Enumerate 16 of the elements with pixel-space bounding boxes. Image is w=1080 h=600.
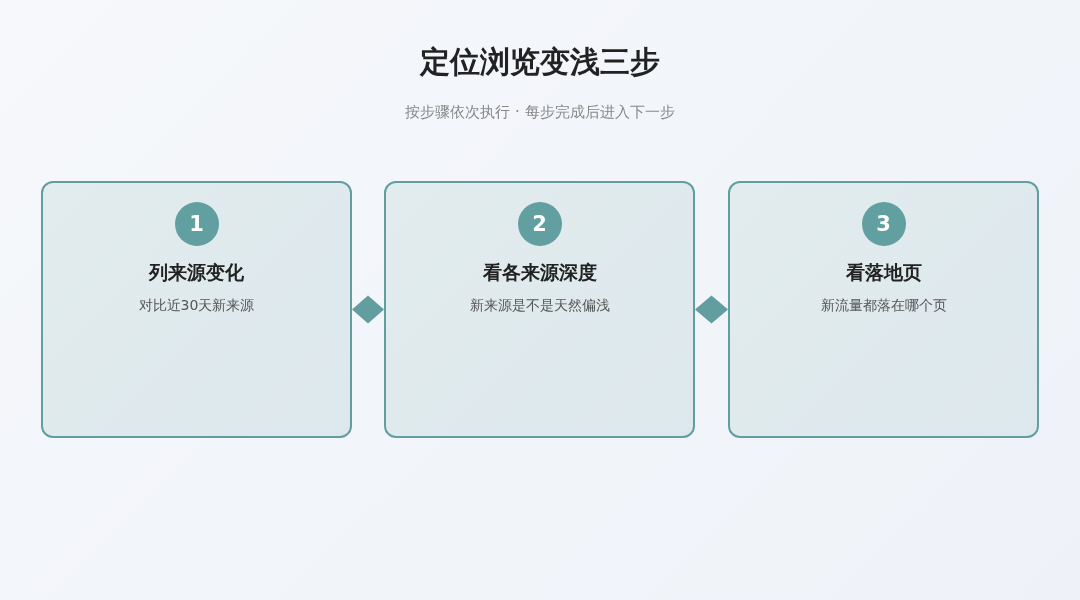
step-card	[384, 181, 695, 438]
number-badge: 3	[861, 202, 906, 246]
title: 定位浏览变浅三步	[420, 43, 660, 81]
step-card	[728, 181, 1039, 438]
step-heading: 看落地页	[845, 260, 922, 285]
step-description: 新流量都落在哪个页	[820, 296, 947, 315]
diamond-connector	[695, 295, 728, 324]
step-heading: 列来源变化	[149, 260, 244, 285]
step-description: 新来源是不是天然偏浅	[469, 296, 610, 315]
step-card	[41, 181, 352, 438]
step-heading: 看各来源深度	[482, 260, 597, 285]
number-badge: 1	[174, 202, 219, 246]
subtitle: 按步骤依次执行 · 每步完成后进入下一步	[405, 102, 675, 122]
diamond-connector	[352, 295, 384, 324]
number-badge: 2	[517, 202, 562, 246]
step-description: 对比近30天新来源	[138, 296, 255, 315]
